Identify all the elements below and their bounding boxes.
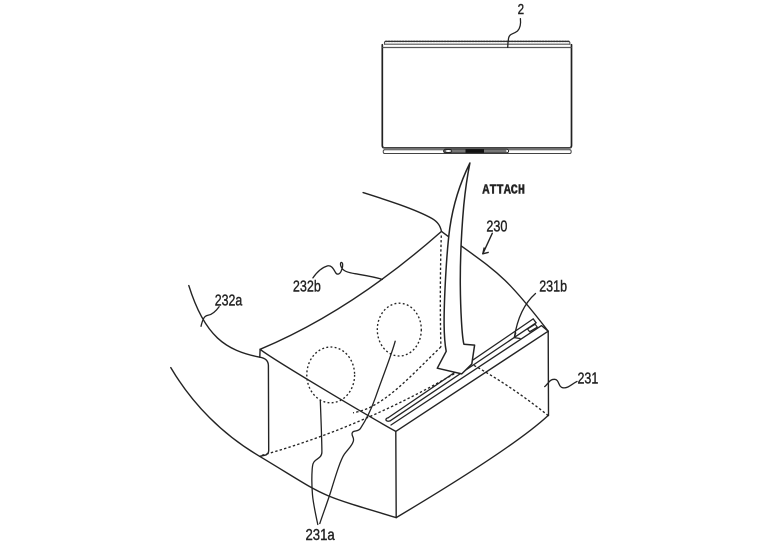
- svg-text:231: 231: [578, 370, 599, 387]
- svg-text:231a: 231a: [306, 527, 335, 544]
- svg-text:230: 230: [486, 218, 507, 235]
- svg-text:231b: 231b: [539, 278, 567, 295]
- svg-text:232b: 232b: [293, 279, 321, 296]
- svg-text:ATTACH: ATTACH: [482, 182, 525, 198]
- svg-text:232a: 232a: [215, 292, 243, 309]
- svg-text:2: 2: [518, 2, 525, 18]
